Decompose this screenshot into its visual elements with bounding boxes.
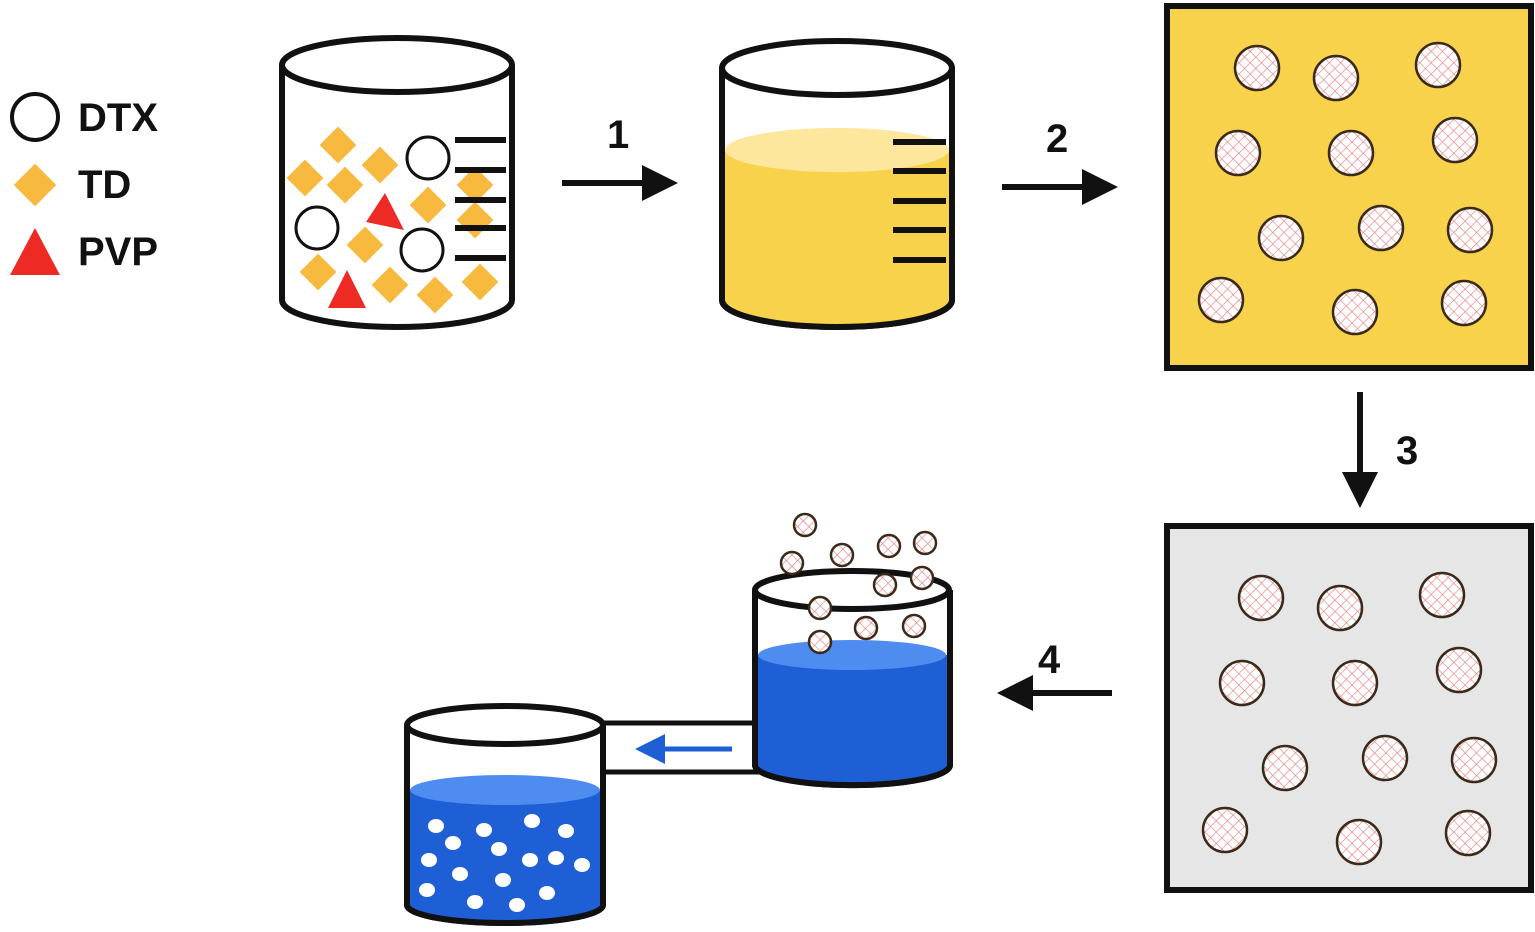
dissolved-particle <box>445 836 461 850</box>
td-particle <box>326 166 364 204</box>
graduation-marks <box>455 137 506 261</box>
dissolved-particle <box>524 814 540 828</box>
drug-particle <box>807 595 833 621</box>
step-4-arrow: 4 <box>997 638 1112 711</box>
drug-particle <box>1316 584 1364 632</box>
dissolved-particle <box>419 883 435 897</box>
dissolved-particle <box>574 858 590 872</box>
drug-particle <box>829 542 855 568</box>
pvp-particle <box>366 193 404 230</box>
legend-label-pvp: PVP <box>78 230 158 274</box>
drug-particle <box>876 533 902 559</box>
drug-particle <box>912 530 938 556</box>
drug-particle <box>792 512 818 538</box>
dtx-particle <box>399 227 445 273</box>
dissolved-particle <box>522 853 538 867</box>
td-legend-icon <box>13 163 57 207</box>
dissolved-particle <box>476 823 492 837</box>
legend-label-td: TD <box>78 163 131 207</box>
td-particle <box>456 166 494 204</box>
dissolved-particle <box>421 853 437 867</box>
dtx-legend-icon <box>10 92 60 142</box>
drug-particle <box>1201 806 1249 854</box>
drug-particle <box>1357 204 1405 252</box>
drug-particle <box>1237 574 1285 622</box>
dissolved-particle <box>428 819 444 833</box>
drug-particle <box>1418 571 1466 619</box>
drug-particle <box>779 550 805 576</box>
td-particle <box>409 186 447 224</box>
drug-particle <box>1446 206 1494 254</box>
drug-particle <box>872 572 898 598</box>
beaker-solution <box>719 38 955 330</box>
drug-particle <box>1312 54 1360 102</box>
drug-particle <box>1435 646 1483 694</box>
pvp-legend-icon <box>10 228 60 275</box>
legend: DTX TD PVP <box>10 92 158 275</box>
drug-particle <box>1414 41 1462 89</box>
dissolved-particle <box>539 886 555 900</box>
step-2-label: 2 <box>1046 117 1068 161</box>
dissolution-setup <box>404 512 953 926</box>
td-particle <box>371 266 409 304</box>
td-particle <box>299 253 337 291</box>
drug-particle <box>1361 734 1409 782</box>
drug-particle <box>807 629 833 655</box>
drug-particle <box>1233 44 1281 92</box>
step-4-label: 4 <box>1038 638 1061 682</box>
td-particle <box>461 263 499 301</box>
dissolved-particle <box>495 873 511 887</box>
drug-particle <box>1444 809 1492 857</box>
drug-particle <box>1450 736 1498 784</box>
drug-particle <box>1331 288 1379 336</box>
drug-particle <box>853 615 879 641</box>
dissolved-particle <box>467 895 483 909</box>
drug-particle <box>1218 659 1266 707</box>
td-particle <box>286 159 324 197</box>
dtx-particle <box>294 205 340 251</box>
dried-film-square <box>1164 523 1534 893</box>
legend-label-dtx: DTX <box>78 96 158 140</box>
step-1-arrow: 1 <box>562 113 678 201</box>
step-3-label: 3 <box>1396 429 1418 473</box>
dissolved-particle <box>558 824 574 838</box>
step-3-arrow: 3 <box>1342 392 1418 508</box>
step-2-arrow: 2 <box>1002 117 1118 205</box>
dtx-particle <box>405 135 451 181</box>
drug-particle <box>1257 214 1305 262</box>
drug-particle <box>1327 129 1375 177</box>
dissolved-particle <box>452 867 468 881</box>
dissolved-particle <box>491 842 507 856</box>
drug-particle <box>901 613 927 639</box>
pvp-particle <box>328 270 366 308</box>
drug-particle <box>1214 129 1262 177</box>
beaker-mixture <box>279 35 515 330</box>
drug-particle <box>1197 276 1245 324</box>
td-particle <box>361 146 399 184</box>
drug-particle <box>1331 659 1379 707</box>
drug-particle <box>1261 744 1309 792</box>
solution-surface <box>725 128 949 172</box>
step-1-label: 1 <box>607 113 629 157</box>
dissolved-particle <box>509 898 525 912</box>
td-particle <box>346 226 384 264</box>
drug-particle <box>1440 279 1488 327</box>
wet-film-square <box>1164 3 1534 371</box>
td-particle <box>319 126 357 164</box>
drug-particle <box>909 565 935 591</box>
dissolved-particle <box>548 851 564 865</box>
td-particle <box>416 276 454 314</box>
drug-particle <box>1431 116 1479 164</box>
drug-particle <box>1335 818 1383 866</box>
